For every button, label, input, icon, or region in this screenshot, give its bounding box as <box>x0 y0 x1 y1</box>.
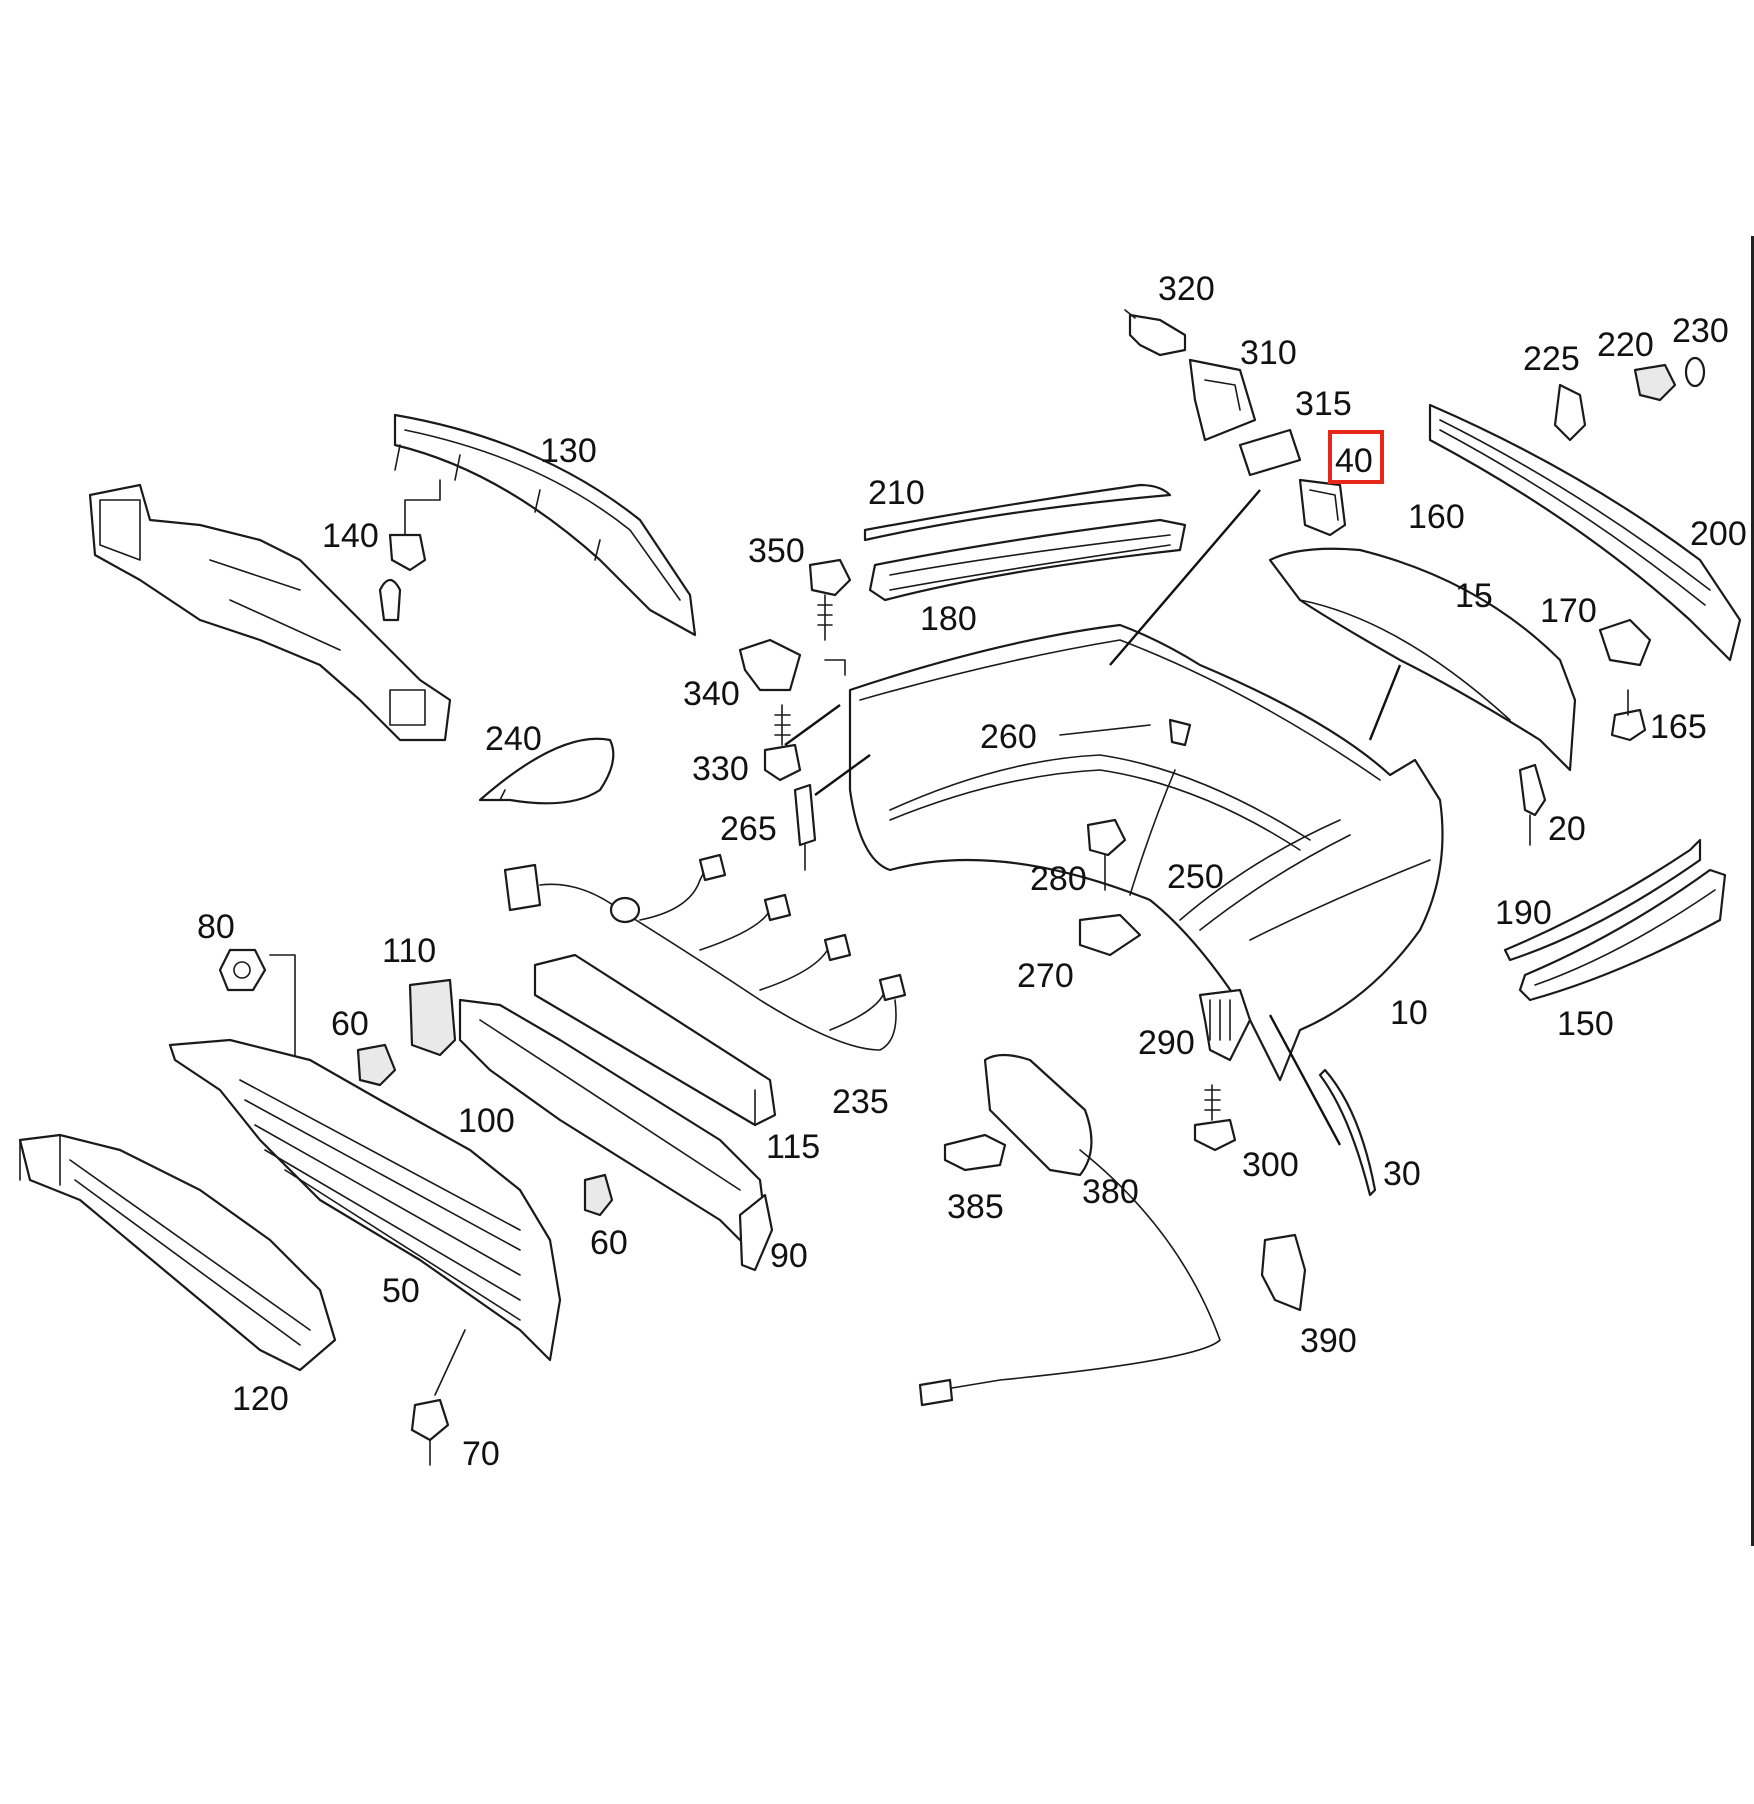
part-250 <box>1129 769 1176 896</box>
part-385 <box>943 1133 1007 1172</box>
part-170 <box>1598 618 1652 667</box>
part-165 <box>1610 689 1647 742</box>
part-120 <box>18 1133 337 1372</box>
callout-300: 300 <box>1242 1146 1299 1184</box>
callout-140: 140 <box>322 517 379 555</box>
part-30 <box>1318 1068 1377 1197</box>
part-20 <box>1518 763 1547 846</box>
callout-210: 210 <box>868 474 925 512</box>
callout-235: 235 <box>832 1083 889 1121</box>
part-300 <box>1193 1084 1237 1152</box>
callout-40-highlight <box>1328 430 1384 484</box>
part-315 <box>1238 428 1302 477</box>
part-180 <box>868 518 1187 602</box>
part-235 <box>503 853 907 1051</box>
callout-40: 40 <box>1335 442 1373 480</box>
callout-60a: 60 <box>331 1005 369 1043</box>
callout-20: 20 <box>1548 810 1586 848</box>
part-130 <box>393 413 697 637</box>
part-290 <box>1198 988 1252 1062</box>
part-160 <box>1428 403 1742 662</box>
frame-right-border <box>1751 236 1754 1546</box>
part-190 <box>1503 838 1702 962</box>
part-310 <box>1188 358 1257 442</box>
callout-380: 380 <box>1082 1173 1139 1211</box>
callout-10: 10 <box>1390 994 1428 1032</box>
part-350 <box>808 558 852 676</box>
part-265 <box>793 783 817 871</box>
part-60b <box>583 1173 614 1217</box>
callout-115: 115 <box>766 1128 820 1166</box>
callout-70: 70 <box>462 1435 500 1473</box>
callout-390: 390 <box>1300 1322 1357 1360</box>
part-330 <box>763 704 802 782</box>
part-390 <box>1260 1233 1307 1312</box>
callout-30: 30 <box>1383 1155 1421 1193</box>
callout-labels: 320 310 315 40 225 220 230 160 200 130 1… <box>197 270 1747 1473</box>
callout-80: 80 <box>197 908 235 946</box>
callout-270: 270 <box>1017 957 1074 995</box>
part-frame <box>88 483 452 742</box>
callout-225: 225 <box>1523 340 1580 378</box>
callout-260: 260 <box>980 718 1037 756</box>
part-320 <box>1124 309 1187 357</box>
callout-180: 180 <box>920 600 977 638</box>
part-260 <box>1059 718 1192 747</box>
callout-60b: 60 <box>590 1224 628 1262</box>
callout-310: 310 <box>1240 334 1297 372</box>
callout-265: 265 <box>720 810 777 848</box>
callout-150: 150 <box>1557 1005 1614 1043</box>
callout-190: 190 <box>1495 894 1552 932</box>
callout-120: 120 <box>232 1380 289 1418</box>
part-340 <box>738 638 802 692</box>
part-90 <box>738 1193 774 1272</box>
callout-290: 290 <box>1138 1024 1195 1062</box>
part-60a <box>356 1043 397 1087</box>
part-220 <box>1633 363 1677 402</box>
callout-220: 220 <box>1597 326 1654 364</box>
callout-110: 110 <box>382 932 436 970</box>
part-240 <box>478 737 615 805</box>
part-50 <box>168 1038 562 1362</box>
part-230 <box>1684 356 1706 388</box>
callout-170: 170 <box>1540 592 1597 630</box>
callout-165: 165 <box>1650 708 1707 746</box>
part-70 <box>410 1329 466 1466</box>
part-210 <box>863 483 1172 542</box>
callout-160: 160 <box>1408 498 1465 536</box>
part-15 <box>1268 547 1577 772</box>
callout-320: 320 <box>1158 270 1215 308</box>
part-280 <box>1086 818 1127 891</box>
part-380 <box>918 1053 1221 1407</box>
callout-90: 90 <box>770 1237 808 1275</box>
callout-350: 350 <box>748 532 805 570</box>
callout-15: 15 <box>1455 577 1493 615</box>
callout-100: 100 <box>458 1102 515 1140</box>
callout-130: 130 <box>540 432 597 470</box>
part-110 <box>408 978 457 1057</box>
part-150 <box>1518 868 1727 1002</box>
callout-315: 315 <box>1295 385 1352 423</box>
callout-200: 200 <box>1690 515 1747 553</box>
leader-lines <box>784 489 1402 1146</box>
part-115 <box>533 953 777 1127</box>
callout-340: 340 <box>683 675 740 713</box>
part-10 <box>848 623 1444 1082</box>
callout-230: 230 <box>1672 312 1729 350</box>
callout-250: 250 <box>1167 858 1224 896</box>
callout-240: 240 <box>485 720 542 758</box>
part-140 <box>388 479 441 572</box>
part-40 <box>1298 478 1347 537</box>
callout-50: 50 <box>382 1272 420 1310</box>
part-225 <box>1553 383 1587 442</box>
part-270 <box>1078 913 1142 957</box>
callout-330: 330 <box>692 750 749 788</box>
callout-280: 280 <box>1030 860 1087 898</box>
callout-385: 385 <box>947 1188 1004 1226</box>
part-80 <box>218 948 296 1081</box>
